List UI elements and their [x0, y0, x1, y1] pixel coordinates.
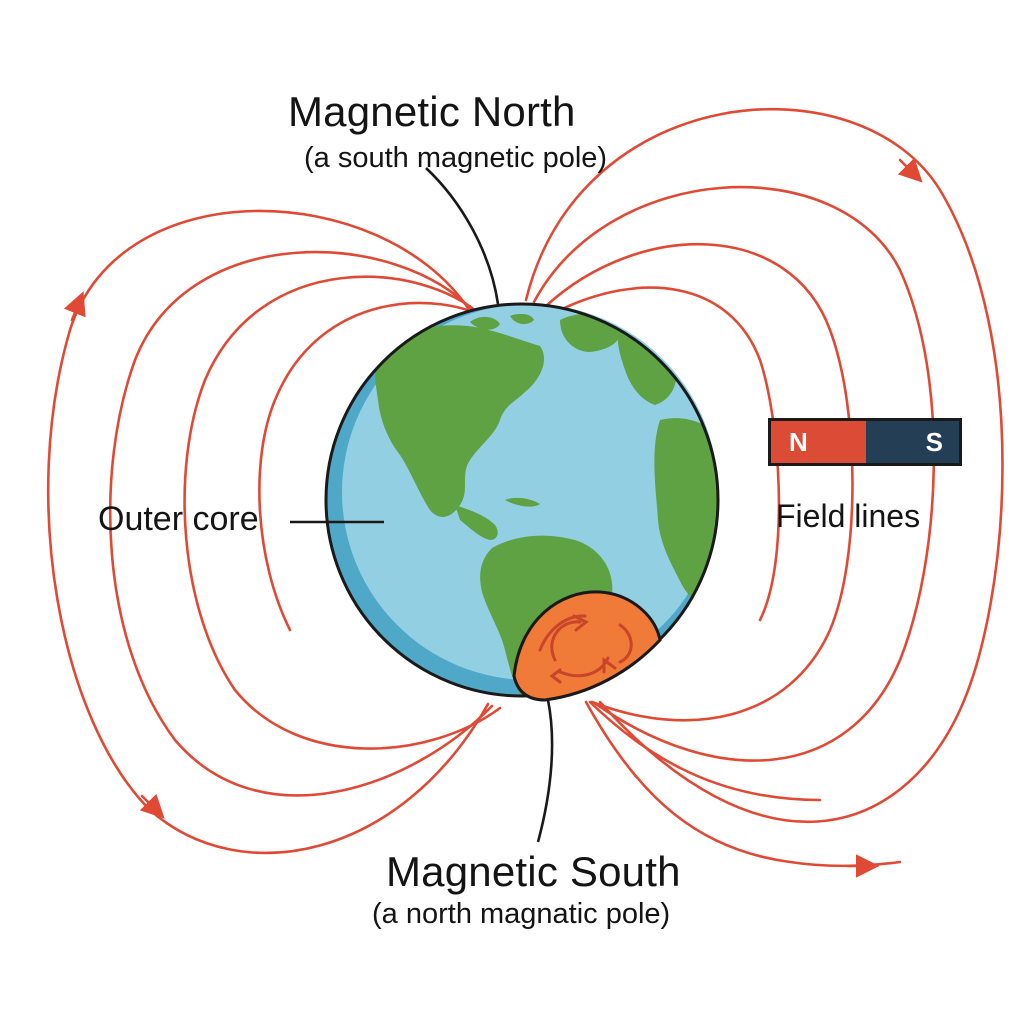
field-lines-label: Field lines [776, 498, 921, 534]
magnetic-south-title: Magnetic South [386, 848, 681, 895]
field-line-left-2 [108, 250, 494, 797]
north-america [375, 325, 545, 517]
arctic-islands [470, 313, 534, 330]
convection-arrows [538, 614, 633, 684]
field-arrow-right-top [897, 157, 923, 183]
caribbean [505, 497, 540, 507]
leader-line-south [536, 699, 554, 843]
field-arrow-left-bottom [139, 793, 165, 819]
central-america [455, 505, 498, 540]
field-line-right-outer [524, 108, 1004, 824]
outer-core-label: Outer core [98, 500, 259, 538]
field-line-left-outer [46, 209, 490, 855]
magnetic-north-subtitle: (a south magnetic pole) [304, 142, 608, 174]
field-arrow-left-top [63, 291, 86, 322]
africa [654, 418, 718, 604]
field-line-left-4 [258, 301, 492, 632]
magnet-north-pole: N [771, 421, 866, 463]
field-line-left-3 [183, 275, 502, 750]
magnetic-south-subtitle: (a north magnatic pole) [372, 898, 671, 930]
field-line-right-4 [554, 286, 781, 622]
magnet-south-pole: S [866, 421, 959, 463]
outer-core-patch [512, 590, 662, 702]
field-line-bottom-right-2 [588, 700, 822, 802]
bar-magnet-icon: N S [768, 418, 962, 466]
leader-line-north [425, 167, 500, 305]
magnetic-north-title: Magnetic North [288, 88, 576, 135]
